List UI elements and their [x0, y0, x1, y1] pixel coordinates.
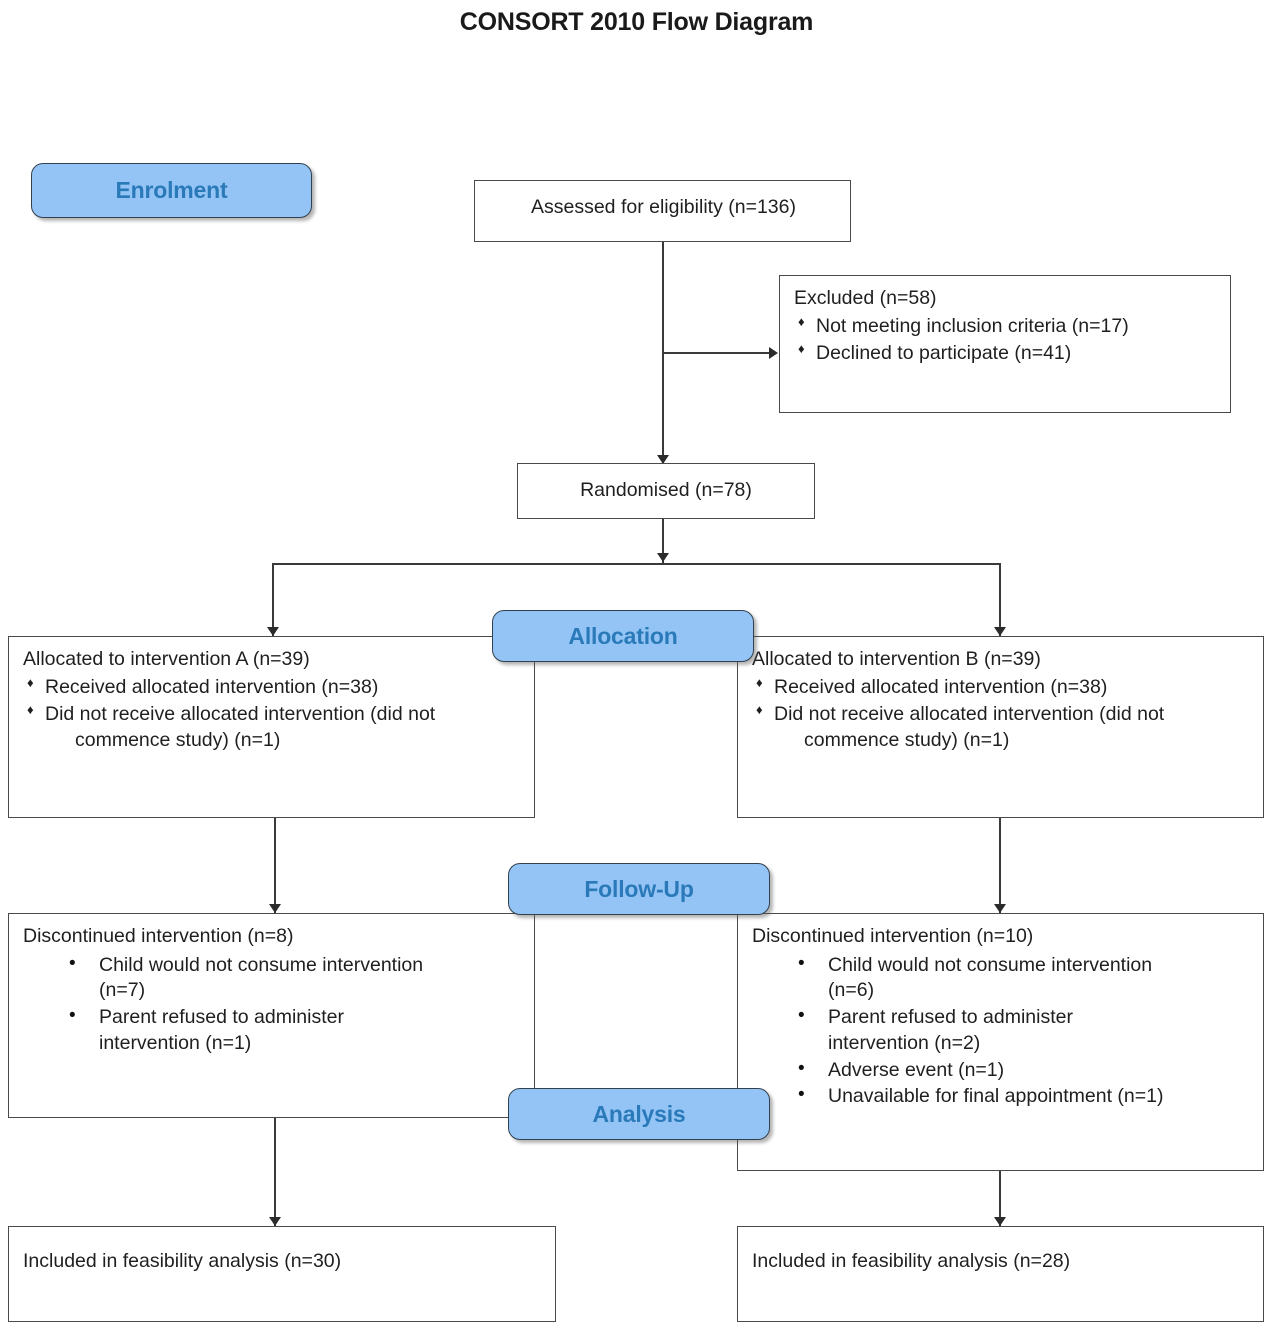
connector-randomised-down	[662, 518, 664, 563]
stage-badge-enrolment[interactable]: Enrolment	[31, 163, 312, 218]
bullet-text-continuation: commence study) (n=1)	[804, 729, 1010, 752]
bullet-text-continuation: intervention (n=2)	[828, 1031, 981, 1054]
list-item: Not meeting inclusion criteria (n=17)	[794, 313, 1218, 340]
arrowhead-allocation-a	[267, 627, 279, 636]
node-excluded: Excluded (n=58) Not meeting inclusion cr…	[779, 275, 1231, 413]
list-item: Received allocated intervention (n=38)	[752, 674, 1251, 701]
bullet-text: Received allocated intervention (n=38)	[774, 675, 1108, 698]
node-allocated-intervention-a: Allocated to intervention A (n=39) Recei…	[8, 636, 535, 818]
node-discontinued-b-header: Discontinued intervention (n=10)	[752, 925, 1034, 947]
bullet-text: Adverse event (n=1)	[828, 1058, 1005, 1081]
connector-allocation-b-to-followup-b	[999, 818, 1001, 913]
bullet-text: Parent refused to administer	[828, 1006, 1073, 1029]
arrowhead-followup-b	[994, 904, 1006, 913]
node-allocated-a-bullets: Received allocated intervention (n=38) D…	[23, 674, 522, 754]
stage-badge-allocation[interactable]: Allocation	[492, 610, 754, 662]
list-item: Adverse event (n=1)	[752, 1056, 1251, 1084]
arrowhead-analysis-a	[269, 1217, 281, 1226]
connector-trunk-to-excluded	[663, 352, 771, 354]
arrowhead-split	[657, 553, 669, 562]
page-title: CONSORT 2010 Flow Diagram	[459, 8, 814, 36]
bullet-text: Did not receive allocated intervention (…	[774, 703, 1165, 726]
bullet-text: Unavailable for final appointment (n=1)	[828, 1085, 1164, 1108]
connector-followup-b-to-analysis-b	[999, 1171, 1001, 1226]
bullet-text: Child would not consume intervention	[99, 953, 424, 976]
node-discontinued-b-bullets: Child would not consume intervention (n=…	[752, 951, 1251, 1110]
bullet-text: Did not receive allocated intervention (…	[45, 703, 436, 726]
node-discontinued-a-bullets: Child would not consume intervention (n=…	[23, 951, 522, 1057]
bullet-text: Received allocated intervention (n=38)	[45, 675, 379, 698]
node-discontinued-b: Discontinued intervention (n=10) Child w…	[737, 913, 1264, 1171]
node-randomised-label: Randomised (n=78)	[580, 479, 752, 502]
connector-split-to-allocation-b	[999, 563, 1001, 636]
list-item: Unavailable for final appointment (n=1)	[752, 1082, 1251, 1110]
node-randomised: Randomised (n=78)	[517, 463, 815, 519]
node-analysis-b: Included in feasibility analysis (n=28)	[737, 1226, 1264, 1322]
node-analysis-b-label: Included in feasibility analysis (n=28)	[752, 1250, 1071, 1272]
node-excluded-header: Excluded (n=58)	[794, 287, 937, 309]
arrowhead-excluded	[769, 347, 778, 359]
bullet-text: Parent refused to administer	[99, 1006, 344, 1029]
node-assessed-label: Assessed for eligibility (n=136)	[530, 196, 796, 218]
node-analysis-a: Included in feasibility analysis (n=30)	[8, 1226, 556, 1322]
node-allocated-b-bullets: Received allocated intervention (n=38) D…	[752, 674, 1251, 754]
stage-badge-followup[interactable]: Follow-Up	[508, 863, 770, 915]
node-assessed-for-eligibility: Assessed for eligibility (n=136)	[474, 180, 851, 242]
arrowhead-followup-a	[269, 904, 281, 913]
node-discontinued-a-header: Discontinued intervention (n=8)	[23, 925, 294, 947]
node-allocated-b-header: Allocated to intervention B (n=39)	[752, 648, 1041, 670]
list-item: Parent refused to administer interventio…	[23, 1003, 522, 1056]
connector-split-bar	[273, 563, 1001, 565]
node-analysis-a-label: Included in feasibility analysis (n=30)	[23, 1250, 342, 1272]
stage-badge-analysis-label: Analysis	[592, 1100, 686, 1127]
bullet-text-continuation: commence study) (n=1)	[75, 729, 281, 752]
stage-badge-analysis[interactable]: Analysis	[508, 1088, 770, 1140]
connector-allocation-a-to-followup-a	[274, 818, 276, 913]
arrowhead-allocation-b	[994, 627, 1006, 636]
list-item: Did not receive allocated intervention (…	[23, 701, 522, 753]
bullet-text-continuation: (n=7)	[99, 979, 146, 1002]
list-item: Did not receive allocated intervention (…	[752, 701, 1251, 753]
bullet-text: Not meeting inclusion criteria (n=17)	[816, 314, 1129, 337]
list-item: Received allocated intervention (n=38)	[23, 674, 522, 701]
list-item: Declined to participate (n=41)	[794, 340, 1218, 367]
stage-badge-enrolment-label: Enrolment	[115, 177, 228, 203]
list-item: Child would not consume intervention (n=…	[23, 951, 522, 1004]
bullet-text: Child would not consume intervention	[828, 953, 1153, 976]
arrowhead-analysis-b	[994, 1217, 1006, 1226]
arrowhead-randomised	[657, 455, 669, 464]
list-item: Parent refused to administer interventio…	[752, 1003, 1251, 1056]
connector-followup-a-to-analysis-a	[274, 1118, 276, 1226]
stage-badge-allocation-label: Allocation	[568, 622, 678, 649]
stage-badge-followup-label: Follow-Up	[584, 875, 694, 902]
node-allocated-intervention-b: Allocated to intervention B (n=39) Recei…	[737, 636, 1264, 818]
bullet-text-continuation: (n=6)	[828, 979, 875, 1002]
node-discontinued-a: Discontinued intervention (n=8) Child wo…	[8, 913, 535, 1118]
bullet-text: Declined to participate (n=41)	[816, 342, 1072, 365]
node-excluded-bullets: Not meeting inclusion criteria (n=17) De…	[794, 313, 1218, 367]
node-allocated-a-header: Allocated to intervention A (n=39)	[23, 648, 310, 670]
bullet-text-continuation: intervention (n=1)	[99, 1031, 252, 1054]
connector-split-to-allocation-a	[272, 563, 274, 636]
list-item: Child would not consume intervention (n=…	[752, 951, 1251, 1004]
